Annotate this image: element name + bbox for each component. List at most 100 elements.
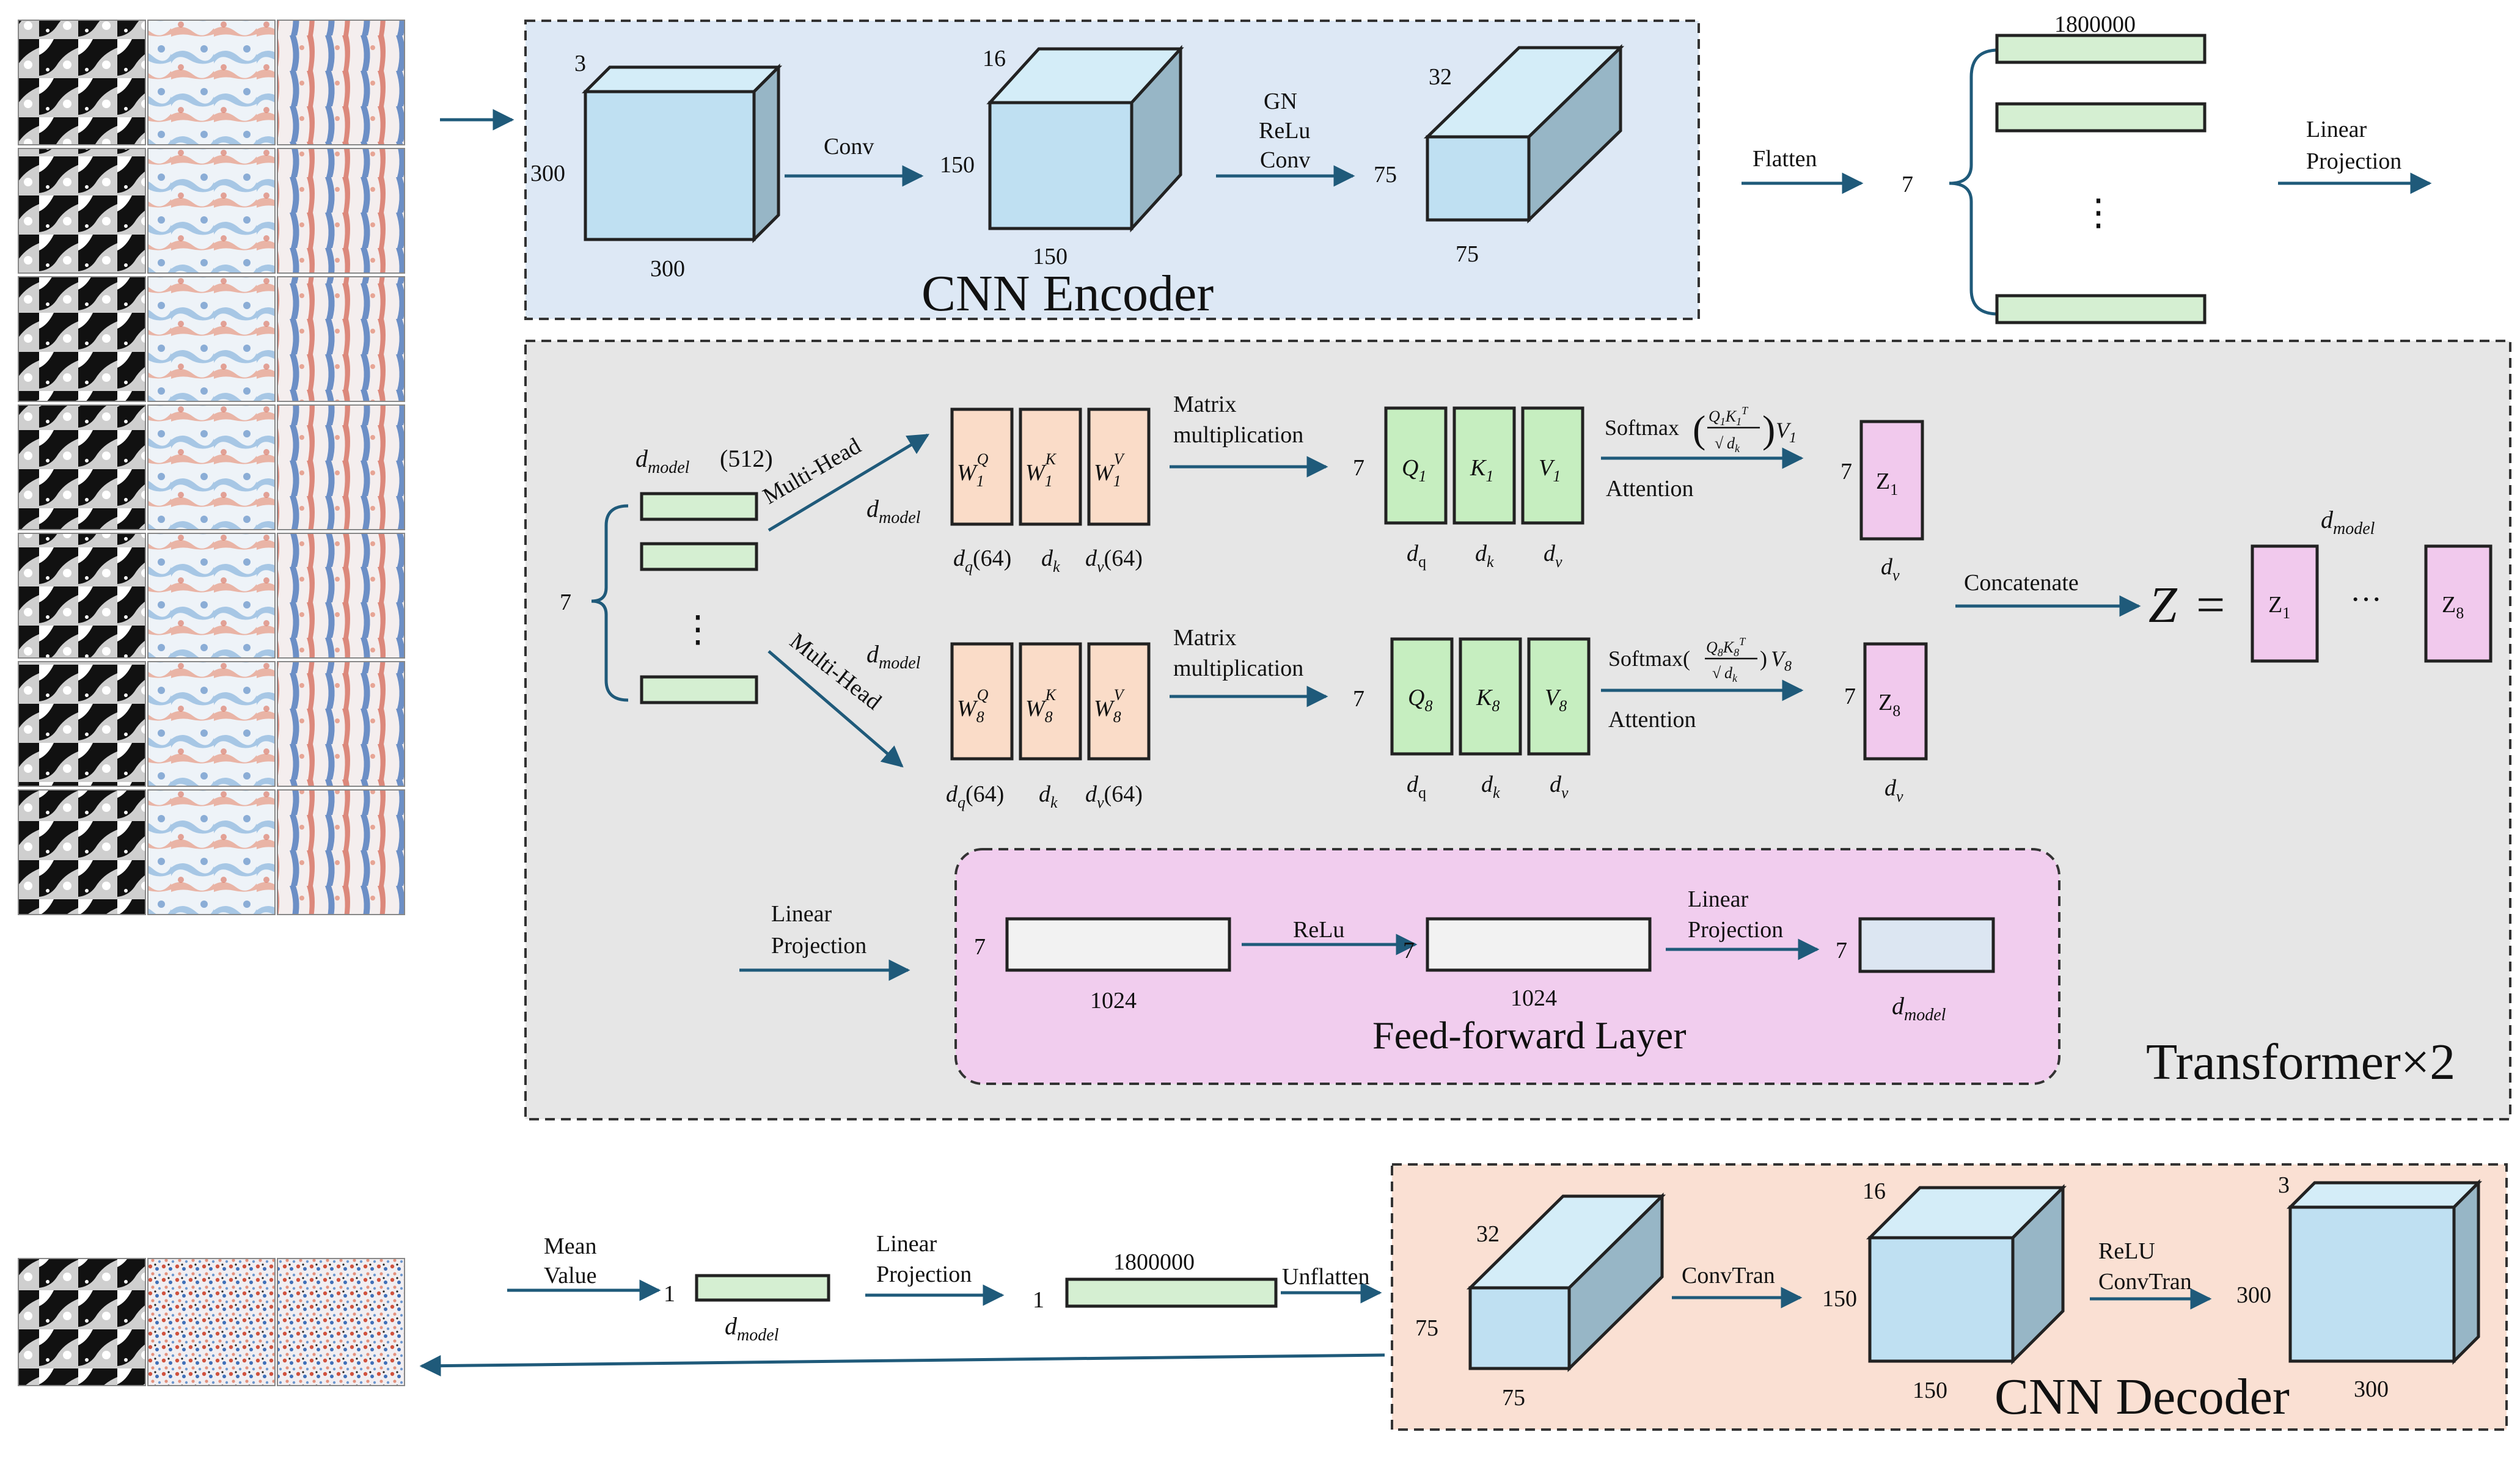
- weight-wv: [1087, 407, 1151, 526]
- encoder-op1-label: Conv: [824, 134, 874, 159]
- token-list: dmodel (512) 7 ⋮: [560, 445, 773, 704]
- flatten-projection-line1: Linear: [2306, 117, 2367, 142]
- weight-wv-8: [1087, 642, 1151, 761]
- flatten-token: [1995, 294, 2207, 324]
- ffn-relu-label: ReLu: [1293, 917, 1344, 943]
- svg-text:dq: dq: [1407, 541, 1426, 571]
- svg-text:dk: dk: [1481, 772, 1500, 802]
- map-row-7: [18, 789, 405, 915]
- flatten-brace: [1949, 48, 1999, 316]
- ffn-out-box: [1858, 917, 1995, 973]
- encoder-cube-1: 3 300 300: [530, 51, 783, 282]
- encoder-cube-2-height: 150: [940, 152, 975, 178]
- map-row-5: [18, 533, 405, 659]
- concat-dots: ···: [2350, 582, 2382, 617]
- flatten-token: [1995, 102, 2207, 133]
- token-box: [640, 675, 758, 704]
- token-dots: ⋮: [679, 609, 716, 649]
- mean-line2: Value: [544, 1263, 597, 1288]
- map-row-6: [18, 661, 405, 787]
- attention-label-1: Attention: [1606, 476, 1694, 502]
- map-row-1: [18, 20, 405, 145]
- token-count: 7: [560, 590, 571, 615]
- svg-text:dmodel: dmodel: [725, 1312, 779, 1345]
- svg-text:): ): [1760, 646, 1767, 671]
- token-box: [640, 492, 758, 521]
- unflatten-label: Unflatten: [1282, 1264, 1370, 1290]
- decoder-cube-3-height: 300: [2236, 1282, 2271, 1308]
- head-8: dmodel W8Q W8K W8V dq(64) dk dv(64) Matr…: [866, 625, 1928, 811]
- ffn-box-2: [1426, 917, 1652, 972]
- decoder-cube-1-width: 75: [1502, 1385, 1525, 1411]
- svg-text:V1: V1: [1776, 418, 1797, 446]
- head8-matmul-line1: Matrix: [1173, 625, 1236, 651]
- z-box-8: [1863, 642, 1928, 761]
- head1-matmul-line1: Matrix: [1173, 392, 1236, 417]
- map-row-4: [18, 404, 405, 530]
- decoder-cube-2-height: 150: [1822, 1286, 1857, 1312]
- weight-wk-8: [1019, 642, 1082, 761]
- svg-text:dv(64): dv(64): [1085, 546, 1143, 575]
- flatten-token: [1995, 34, 2207, 64]
- head1-row-count: 7: [1353, 455, 1364, 481]
- decoder-cube-1-channels: 32: [1476, 1221, 1500, 1247]
- decoder-cube-2: 16 150 150: [1822, 1178, 2067, 1403]
- z-symbol: Z: [2148, 577, 2178, 634]
- transformer-panel: dmodel (512) 7 ⋮ Multi-Head Multi-Head d…: [524, 340, 2511, 1120]
- softmax-formula-8: Softmax( Q8K8T √ dk ) V8: [1608, 635, 1792, 684]
- feed-forward-layer: 7 1024 ReLu 7 1024 Linear Projection 7 d…: [954, 848, 2060, 1085]
- transformer-title: Transformer×2: [2146, 1034, 2455, 1091]
- encoder-cube-3-height: 75: [1374, 162, 1397, 188]
- equals-symbol: =: [2196, 577, 2225, 634]
- k-box: [1452, 406, 1516, 525]
- svg-text:K1: K1: [1470, 455, 1493, 485]
- softmax-label-8: Softmax(: [1608, 646, 1690, 671]
- flatten-size: 1800000: [2054, 12, 2136, 37]
- k-box-8: [1459, 637, 1522, 756]
- flatten-projection-line2: Projection: [2306, 148, 2401, 174]
- unflatten-token: [1065, 1277, 1278, 1308]
- concat-z1: [2251, 544, 2319, 663]
- bottom-proj-line1: Linear: [876, 1231, 937, 1257]
- v-box: [1521, 406, 1584, 525]
- decoder-cube-2-channels: 16: [1863, 1178, 1886, 1204]
- flatten-count: 7: [1902, 172, 1913, 197]
- decoder-cube-3-channels: 3: [2278, 1172, 2290, 1198]
- svg-text:V1: V1: [1539, 455, 1561, 485]
- ffn-in-label-line1: Linear: [771, 901, 832, 927]
- ffn-hidden-2: 1024: [1511, 985, 1557, 1011]
- mean-token: [695, 1274, 830, 1302]
- svg-text:√: √: [1715, 434, 1724, 452]
- dmodel-size: (512): [720, 445, 773, 472]
- ffn-count-1: 7: [974, 934, 986, 960]
- ffn-count-3: 7: [1836, 938, 1847, 963]
- ffn-hidden-1: 1024: [1090, 988, 1137, 1014]
- encoder-cube-2: 16 150 150: [940, 45, 1184, 269]
- flatten-label: Flatten: [1753, 146, 1817, 172]
- ffn-title: Feed-forward Layer: [1372, 1014, 1687, 1057]
- flatten-section: Flatten 7 1800000 ⋮ Linear Projection: [1742, 12, 2432, 324]
- mean-line1: Mean: [544, 1233, 597, 1259]
- mean-one: 1: [664, 1281, 675, 1307]
- output-map-row: [18, 1258, 405, 1386]
- head1-z-rows: 7: [1841, 459, 1852, 484]
- q-box-8: [1390, 637, 1454, 756]
- decoder-op1-label: ConvTran: [1682, 1263, 1775, 1288]
- encoder-op2-conv: Conv: [1260, 147, 1310, 173]
- decoder-cube-3: 3 300 300: [2236, 1172, 2483, 1402]
- attention-label-8: Attention: [1608, 707, 1696, 733]
- head8-row-count: 7: [1353, 686, 1364, 712]
- encoder-cube-3-channels: 32: [1429, 64, 1452, 90]
- svg-text:dv(64): dv(64): [1085, 781, 1143, 811]
- decoder-cube-1: 32 75 75: [1415, 1193, 1666, 1411]
- decoder-op2-line1: ReLU: [2098, 1238, 2155, 1264]
- input-map-grid: [18, 20, 405, 915]
- z-box-1: [1859, 420, 1924, 541]
- q-box: [1384, 406, 1448, 525]
- encoder-title: CNN Encoder: [921, 265, 1214, 322]
- decoder-cube-3-width: 300: [2354, 1376, 2389, 1402]
- svg-text:Z8: Z8: [1878, 690, 1900, 720]
- weight-wk: [1019, 407, 1082, 526]
- head8-matmul-line2: multiplication: [1173, 656, 1303, 681]
